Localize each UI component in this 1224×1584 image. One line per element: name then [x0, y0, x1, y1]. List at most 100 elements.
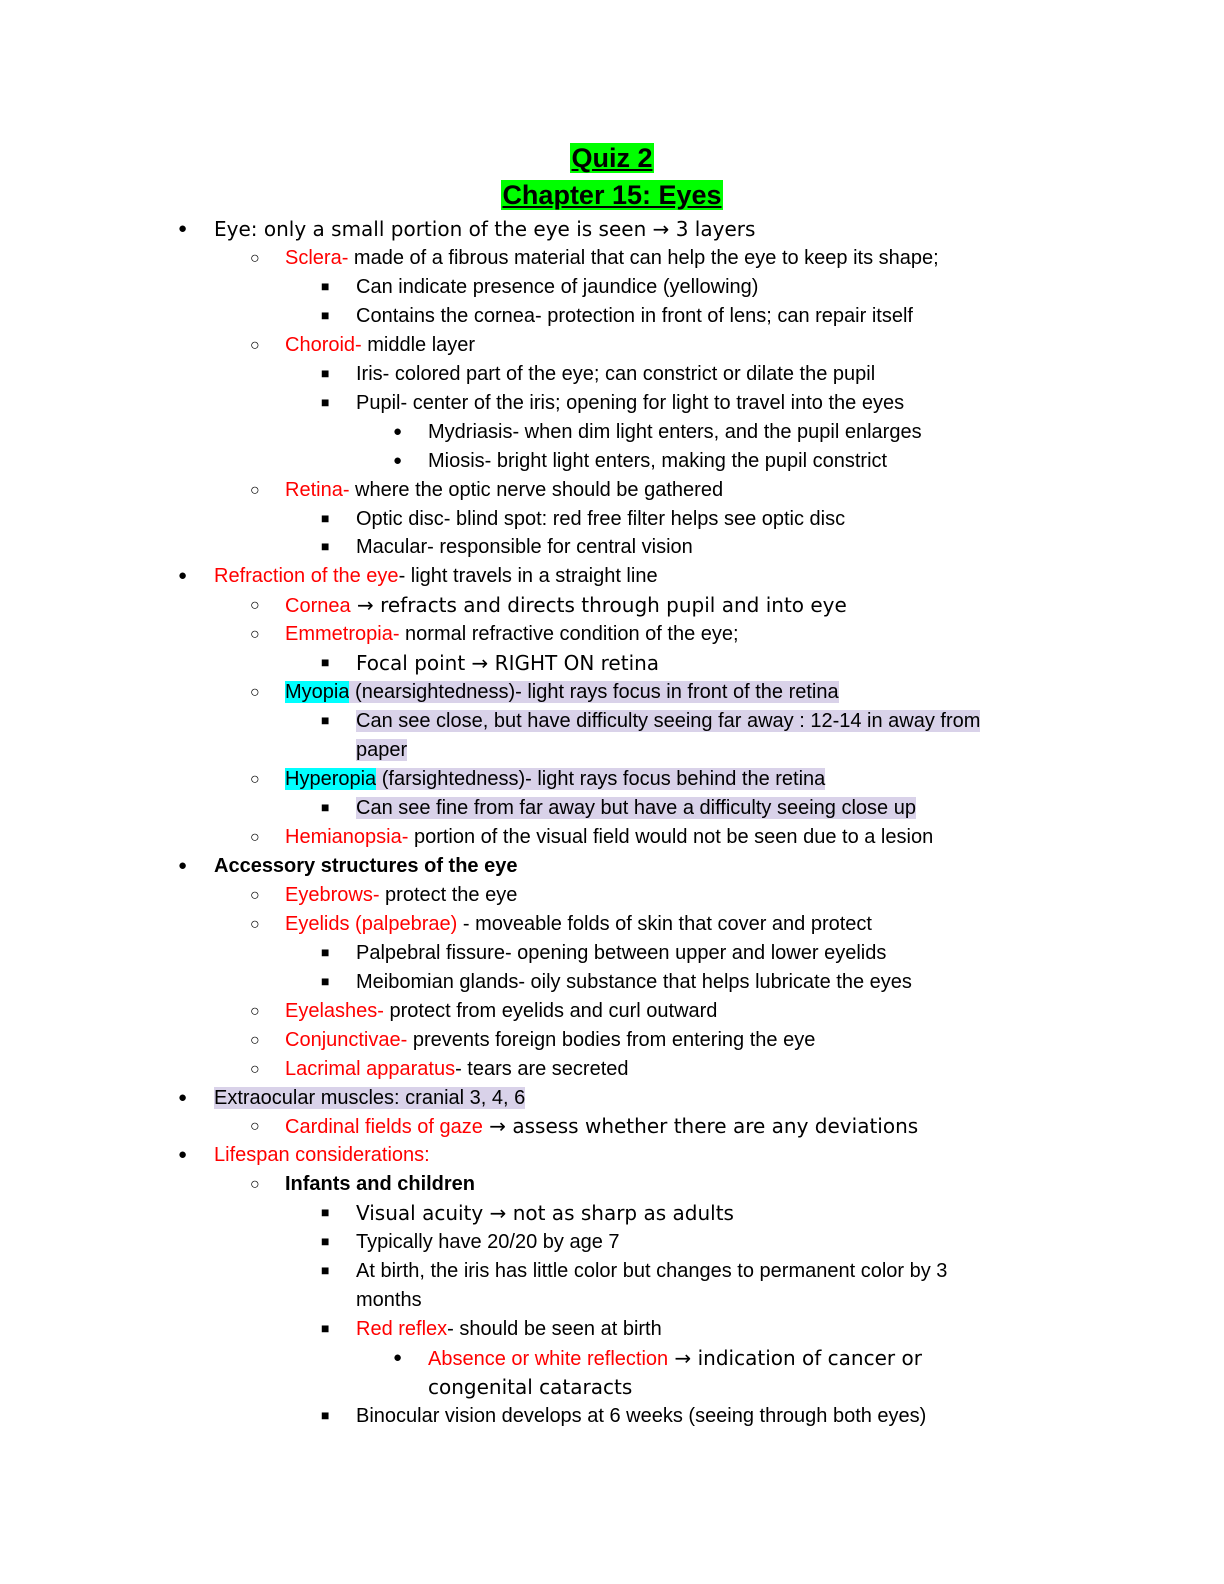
- square-bullet-icon: [321, 302, 329, 332]
- outline-line: congenital cataracts: [428, 1373, 632, 1403]
- square-bullet-icon: [321, 1199, 329, 1229]
- text-run: Retina-: [285, 478, 350, 501]
- circle-bullet-icon: [250, 244, 260, 274]
- square-bullet-icon: [321, 968, 329, 998]
- text-run: Binocular vision develops at 6 weeks (se…: [356, 1404, 927, 1427]
- text-run: - moveable folds of skin that cover and …: [457, 912, 872, 935]
- outline-line: Infants and children: [285, 1170, 475, 1199]
- outline-line: Emmetropia- normal refractive condition …: [285, 620, 739, 649]
- outline-line: Eyelids (palpebrae) - moveable folds of …: [285, 910, 872, 939]
- outline-line: Pupil- center of the iris; opening for l…: [356, 389, 904, 418]
- text-run: → refracts and directs through pupil and…: [350, 593, 847, 618]
- text-run: - should be seen at birth: [447, 1318, 662, 1341]
- circle-bullet-icon: [250, 1055, 260, 1085]
- outline-line: months: [356, 1286, 422, 1315]
- text-run: Iris- colored part of the eye; can const…: [356, 362, 876, 385]
- square-bullet-icon: [321, 533, 329, 563]
- text-run: portion of the visual field would not be…: [408, 825, 934, 848]
- outline-line: Visual acuity → not as sharp as adults: [356, 1199, 734, 1229]
- text-run: Typically have 20/20 by age 7: [356, 1231, 620, 1254]
- text-run: Choroid-: [285, 333, 362, 356]
- disc-bullet-icon: [178, 215, 187, 245]
- outline-line: Red reflex- should be seen at birth: [356, 1315, 662, 1344]
- square-bullet-icon: [321, 794, 329, 824]
- text-run: Eye: only a small portion of the eye is …: [214, 217, 756, 241]
- text-run: Infants and children: [285, 1173, 476, 1196]
- text-run: → assess whether there are any deviation…: [482, 1114, 919, 1139]
- quiz-title-text: Quiz 2: [570, 143, 654, 173]
- text-run: Lacrimal apparatus: [285, 1057, 456, 1080]
- text-run: prevents foreign bodies from entering th…: [407, 1028, 816, 1051]
- text-run: Can indicate presence of jaundice (yello…: [356, 275, 759, 298]
- text-run: - light travels in a straight line: [398, 565, 658, 588]
- outline-line: Eyebrows- protect the eye: [285, 881, 517, 910]
- square-bullet-icon: [321, 1402, 329, 1432]
- outline-line: Myopia (nearsightedness)- light rays foc…: [285, 678, 839, 707]
- text-run: At birth, the iris has little color but …: [356, 1260, 948, 1283]
- text-run: Miosis- bright light enters, making the …: [428, 449, 888, 472]
- outline-line: Eyelashes- protect from eyelids and curl…: [285, 997, 717, 1026]
- circle-bullet-icon: [250, 331, 260, 361]
- text-run: Red reflex: [356, 1318, 448, 1341]
- outline-line: Extraocular muscles: cranial 3, 4, 6: [214, 1084, 526, 1113]
- square-bullet-icon: [321, 1228, 329, 1258]
- circle-bullet-icon: [250, 1170, 260, 1200]
- text-run: Eyebrows-: [285, 883, 380, 906]
- text-run: Refraction of the eye: [214, 565, 399, 588]
- circle-bullet-icon: [250, 910, 260, 940]
- square-bullet-icon: [321, 707, 329, 737]
- circle-bullet-icon: [250, 620, 260, 650]
- outline-line: Focal point → RIGHT ON retina: [356, 649, 659, 679]
- disc-bullet-icon: [178, 852, 187, 882]
- text-run: protect the eye: [379, 883, 518, 906]
- outline-line: Macular- responsible for central vision: [356, 533, 693, 562]
- text-run: Cornea: [285, 595, 351, 618]
- outline-line: Can see fine from far away but have a di…: [356, 794, 916, 823]
- text-run: Visual acuity → not as sharp as adults: [356, 1201, 734, 1226]
- circle-bullet-icon: [250, 476, 260, 506]
- text-run: Hemianopsia-: [285, 825, 409, 848]
- text-run: - tears are secreted: [455, 1057, 629, 1080]
- text-run: Absence or white reflection: [428, 1348, 669, 1371]
- text-run: (nearsightedness)- light rays focus in f…: [349, 681, 839, 704]
- outline-line: Sclera- made of a fibrous material that …: [285, 244, 939, 273]
- text-run: Accessory structures of the eye: [214, 854, 518, 877]
- text-run: Cardinal fields of gaze: [285, 1116, 483, 1139]
- text-run: Eyelids (palpebrae): [285, 912, 458, 935]
- outline-line: Hyperopia (farsightedness)- light rays f…: [285, 765, 826, 794]
- circle-bullet-icon: [250, 765, 260, 795]
- circle-bullet-icon: [250, 591, 260, 621]
- outline-line: Optic disc- blind spot: red free filter …: [356, 505, 845, 534]
- text-run: months: [356, 1289, 422, 1312]
- text-run: Can see fine from far away but have a di…: [356, 797, 916, 819]
- text-run: Palpebral fissure- opening between upper…: [356, 941, 887, 964]
- outline-line: Eye: only a small portion of the eye is …: [214, 215, 755, 245]
- outline-line: Choroid- middle layer: [285, 331, 475, 360]
- outline-line: Miosis- bright light enters, making the …: [428, 447, 887, 476]
- disc-bullet-icon: [178, 562, 187, 592]
- circle-bullet-icon: [250, 1026, 260, 1056]
- outline-line: Cornea → refracts and directs through pu…: [285, 591, 847, 621]
- outline-line: Cardinal fields of gaze → assess whether…: [285, 1112, 918, 1142]
- text-run: Eyelashes-: [285, 999, 384, 1022]
- outline-line: Retina- where the optic nerve should be …: [285, 476, 723, 505]
- text-run: middle layer: [361, 333, 476, 356]
- square-bullet-icon: [321, 649, 329, 679]
- square-bullet-icon: [321, 939, 329, 969]
- outline-line: Palpebral fissure- opening between upper…: [356, 939, 886, 968]
- text-run: Focal point → RIGHT ON retina: [356, 651, 660, 676]
- text-run: Extraocular muscles: cranial 3, 4, 6: [214, 1086, 526, 1109]
- text-run: Optic disc- blind spot: red free filter …: [356, 507, 846, 530]
- text-run: (farsightedness)- light rays focus behin…: [376, 768, 826, 791]
- circle-bullet-icon: [250, 1112, 260, 1142]
- circle-bullet-icon: [250, 881, 260, 911]
- text-run: Pupil- center of the iris; opening for l…: [356, 391, 905, 414]
- outline-line: Absence or white reflection → indication…: [428, 1344, 922, 1374]
- square-bullet-icon: [321, 1257, 329, 1287]
- text-run: Contains the cornea- protection in front…: [356, 304, 913, 327]
- disc-bullet-icon: [393, 1344, 402, 1374]
- text-run: Can see close, but have difficulty seein…: [356, 710, 981, 733]
- outline-line: Typically have 20/20 by age 7: [356, 1228, 620, 1257]
- text-run: Macular- responsible for central vision: [356, 536, 693, 559]
- outline-line: Mydriasis- when dim light enters, and th…: [428, 418, 922, 447]
